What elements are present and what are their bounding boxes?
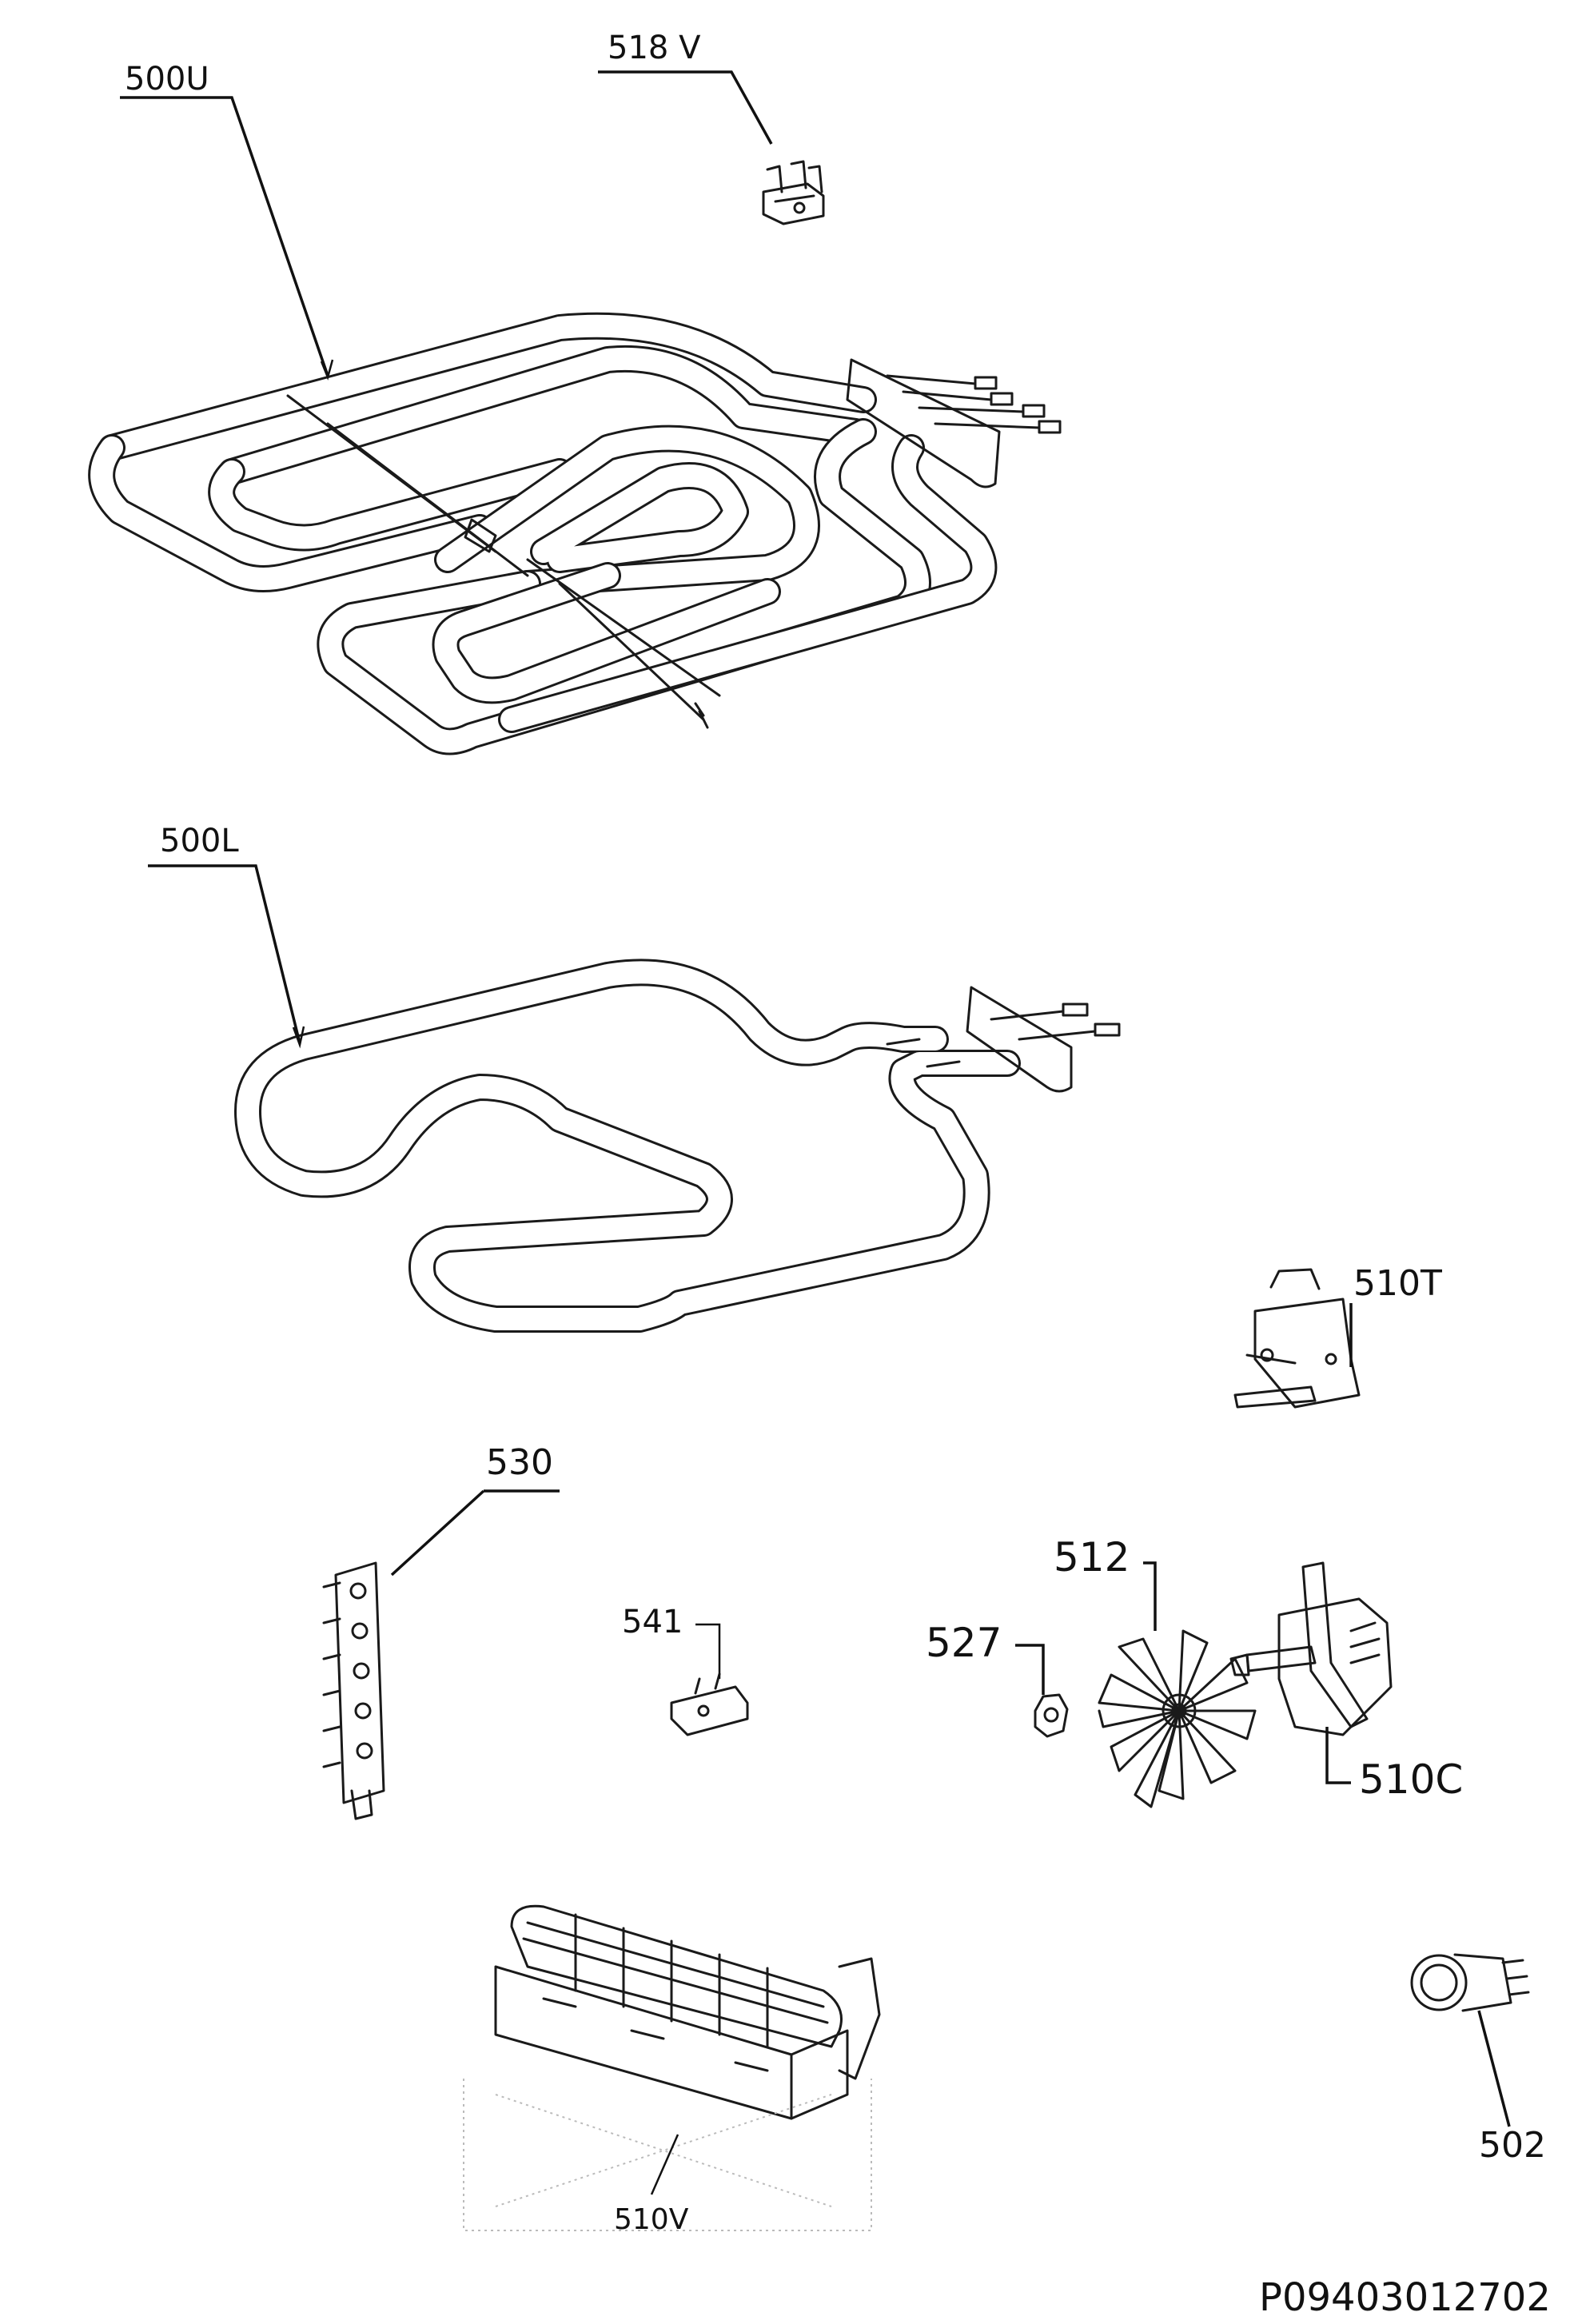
callout-510T: 510T (1349, 1263, 1442, 1367)
part-510V-tangential-fan (463, 1904, 881, 2231)
part-500L-heating-element (234, 959, 1121, 1333)
label-510T: 510T (1353, 1263, 1442, 1304)
label-527: 527 (926, 1620, 1002, 1666)
label-500L: 500L (160, 823, 239, 859)
label-541: 541 (622, 1604, 683, 1640)
label-510V: 510V (614, 2203, 689, 2236)
drawing-number: P09403012702 (1259, 2275, 1551, 2320)
label-512: 512 (1054, 1534, 1130, 1581)
part-530-terminal-block (322, 1561, 385, 1820)
callout-518V: 518 V (598, 30, 773, 145)
label-502: 502 (1479, 2125, 1546, 2166)
part-502-oven-lamp (1410, 1953, 1530, 2012)
label-530: 530 (486, 1442, 553, 1483)
callout-500L: 500L (148, 823, 305, 1049)
callout-527: 527 (926, 1620, 1045, 1695)
part-500U-grill-element (88, 312, 1062, 755)
label-518V: 518 V (608, 30, 701, 66)
label-500U: 500U (125, 61, 209, 98)
part-527-nut (1034, 1693, 1069, 1738)
label-510C: 510C (1359, 1756, 1463, 1803)
callout-541: 541 (622, 1604, 721, 1679)
callout-512: 512 (1054, 1534, 1157, 1631)
callout-500U: 500U (120, 61, 334, 381)
callout-502: 502 (1477, 2010, 1546, 2166)
callout-510V: 510V (614, 2134, 689, 2236)
part-512-fan-blade (1098, 1629, 1257, 1808)
callout-510C: 510C (1325, 1727, 1463, 1803)
callout-530: 530 (390, 1442, 560, 1577)
part-518V-thermostat (762, 160, 825, 225)
500U-terminals (886, 374, 1062, 434)
part-510T-thermostat (1233, 1268, 1361, 1409)
part-541-connector (670, 1672, 749, 1736)
part-510C-fan-motor (1229, 1561, 1393, 1736)
